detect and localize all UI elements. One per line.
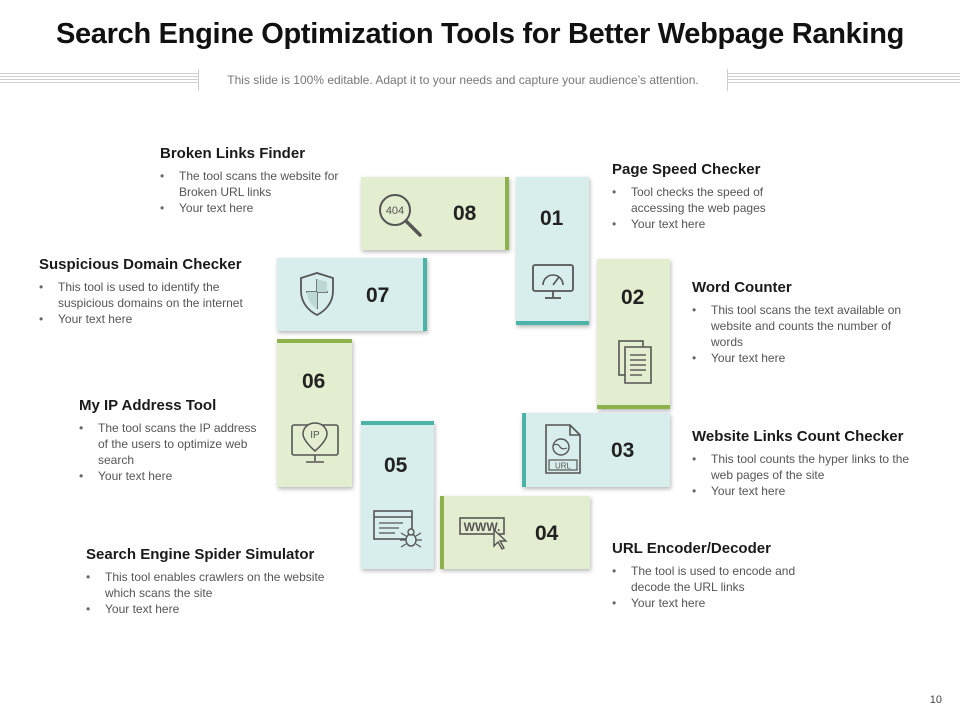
www-cursor-icon: WWW.	[458, 516, 510, 550]
tile-06: 06 IP	[277, 339, 352, 487]
item-bullet: The tool scans the website for Broken UR…	[160, 168, 350, 200]
document-icon	[617, 339, 653, 385]
tile-number-02: 02	[621, 286, 645, 309]
item-suspicious-domain-checker: Suspicious Domain Checker This tool is u…	[39, 256, 264, 327]
tile-07: 07	[277, 258, 427, 331]
item-my-ip-address-tool: My IP Address Tool The tool scans the IP…	[79, 397, 259, 484]
item-search-engine-spider-simulator: Search Engine Spider Simulator This tool…	[86, 546, 336, 617]
item-bullet: Your text here	[692, 483, 932, 499]
item-broken-links-finder: Broken Links Finder The tool scans the w…	[160, 145, 350, 216]
item-website-links-count-checker: Website Links Count Checker This tool co…	[692, 428, 932, 499]
item-bullet: The tool scans the IP address of the use…	[79, 420, 259, 468]
tile-01: 01	[516, 177, 589, 325]
item-bullet: This tool counts the hyper links to the …	[692, 451, 932, 483]
item-bullet: Your text here	[79, 468, 259, 484]
icon-text-www: WWW.	[464, 520, 501, 534]
item-title: Page Speed Checker	[612, 161, 761, 178]
tile-number-04: 04	[535, 522, 559, 545]
tile-number-07: 07	[366, 284, 390, 307]
speedometer-monitor-icon	[531, 263, 575, 301]
ip-monitor-icon: IP	[290, 421, 340, 465]
tile-number-06: 06	[302, 370, 326, 393]
icon-text-ip: IP	[310, 430, 320, 441]
item-page-speed-checker: Page Speed Checker Tool checks the speed…	[612, 161, 812, 232]
tile-04: WWW. 04	[440, 496, 590, 569]
item-title: My IP Address Tool	[79, 397, 217, 414]
item-bullet: Your text here	[160, 200, 350, 216]
item-title: Broken Links Finder	[160, 145, 306, 162]
item-bullet: This tool scans the text available on we…	[692, 302, 917, 350]
spider-browser-icon	[373, 509, 423, 549]
item-title: Search Engine Spider Simulator	[86, 546, 315, 563]
magnifier-404-icon: 404	[375, 191, 425, 239]
icon-text-url: URL	[555, 462, 572, 471]
item-bullet: The tool is used to encode and decode th…	[612, 563, 812, 595]
slide-title: Search Engine Optimization Tools for Bet…	[55, 18, 905, 50]
item-word-counter: Word Counter This tool scans the text av…	[692, 279, 917, 366]
item-title: URL Encoder/Decoder	[612, 540, 771, 557]
item-bullet: Your text here	[86, 601, 336, 617]
item-bullet: This tool is used to identify the suspic…	[39, 279, 264, 311]
item-bullet: Your text here	[612, 216, 812, 232]
tile-05: 05	[361, 421, 434, 569]
item-bullet: This tool enables crawlers on the websit…	[86, 569, 336, 601]
tile-number-05: 05	[384, 454, 408, 477]
item-title: Suspicious Domain Checker	[39, 256, 242, 273]
item-bullet: Your text here	[692, 350, 917, 366]
tile-number-03: 03	[611, 439, 635, 462]
item-bullet: Your text here	[39, 311, 264, 327]
page-number: 10	[929, 694, 942, 706]
tile-02: 02	[597, 259, 670, 409]
divider-right	[726, 73, 960, 85]
item-title: Website Links Count Checker	[692, 428, 904, 445]
item-url-encoder-decoder: URL Encoder/Decoder The tool is used to …	[612, 540, 812, 611]
item-bullet: Tool checks the speed of accessing the w…	[612, 184, 812, 216]
tile-08: 404 08	[361, 177, 509, 250]
shield-icon	[299, 271, 335, 317]
tile-number-01: 01	[540, 207, 564, 230]
icon-text-404: 404	[386, 205, 404, 217]
item-title: Word Counter	[692, 279, 792, 296]
tile-03: URL 03	[522, 413, 670, 487]
url-file-icon: URL	[543, 423, 583, 475]
slide-subtitle: This slide is 100% editable. Adapt it to…	[198, 69, 728, 91]
tile-number-08: 08	[453, 202, 477, 225]
divider-left	[0, 73, 198, 85]
item-bullet: Your text here	[612, 595, 812, 611]
